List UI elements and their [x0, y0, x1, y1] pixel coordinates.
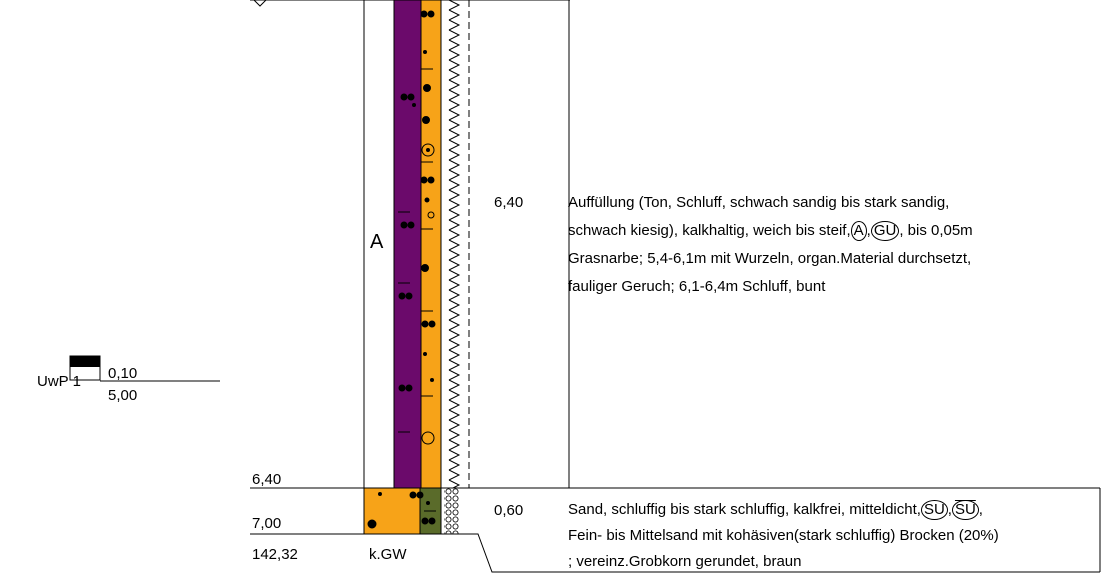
- small-dot: [423, 352, 427, 356]
- ring-dot: [421, 431, 435, 445]
- layer1-description: Auffüllung (Ton, Schluff, schwach sandig…: [568, 189, 973, 301]
- layer2-description: Sand, schluffig bis stark schluffig, kal…: [568, 497, 999, 575]
- layer1-desc-line: fauliger Geruch; 6,1-6,4m Schluff, bunt: [568, 278, 826, 295]
- sample-top-depth: 0,10: [108, 365, 138, 382]
- small-dot: [412, 103, 416, 107]
- layer1-depth-bottom: 6,40: [252, 471, 282, 488]
- gravel-dot: [421, 517, 429, 525]
- gravel-dot: [422, 116, 430, 124]
- gravel-dot: [407, 93, 415, 101]
- small-dot: [423, 50, 427, 54]
- ground-elevation: 142,32: [252, 546, 298, 563]
- gravel-dot: [427, 176, 435, 184]
- sample-indicator-fill: [70, 356, 100, 367]
- layer2-depth-bottom: 7,00: [252, 515, 282, 532]
- small-dot: [426, 148, 430, 152]
- layer2-rings-band: [444, 488, 459, 534]
- gravel-dot: [405, 384, 413, 392]
- layer1-desc-line: Auffüllung (Ton, Schluff, schwach sandig…: [568, 194, 950, 211]
- small-dot: [424, 197, 430, 203]
- gravel-dot: [405, 292, 413, 300]
- sample-label: UwP 1: [37, 373, 81, 390]
- gravel-dot: [367, 519, 377, 529]
- layer2-desc-line: ; vereinz.Grobkorn gerundet, braun: [568, 553, 802, 570]
- layer2-desc-line: Sand, schluffig bis stark schluffig, kal…: [568, 500, 983, 520]
- layer2-soil-symbols: [367, 491, 436, 529]
- gravel-dot: [423, 84, 431, 92]
- soil-symbol-su-overline: SU: [951, 500, 979, 520]
- layer1-soil-symbols: [420, 10, 436, 445]
- layer1-thickness: 6,40: [494, 194, 524, 211]
- layer2-desc-line: Fein- bis Mittelsand mit kohäsiven(stark…: [568, 527, 999, 544]
- gravel-dot: [421, 320, 429, 328]
- gravel-dot: [409, 491, 417, 499]
- small-dot: [378, 492, 382, 496]
- layer1-stratigraphy-label: A: [370, 231, 384, 253]
- description-bracket: [460, 533, 1100, 573]
- ring-dot: [421, 143, 435, 157]
- layer1-purple-band: [393, 0, 422, 489]
- sample-bottom-depth: 5,00: [108, 387, 138, 404]
- layer1-stratigraphy-cell: [363, 0, 395, 489]
- soil-symbol-su: SU: [920, 500, 948, 520]
- level-marker-icon: [253, 0, 267, 7]
- gravel-dot: [400, 221, 408, 229]
- gravel-dot: [407, 221, 415, 229]
- gravel-dot: [428, 517, 436, 525]
- layer1-zigzag-band: [446, 0, 461, 488]
- gravel-dot: [420, 10, 428, 18]
- gravel-dot: [400, 93, 408, 101]
- small-dot: [426, 501, 430, 505]
- gravel-dot: [398, 384, 406, 392]
- soil-symbol-gu: GU: [870, 221, 900, 241]
- gravel-dot: [428, 320, 436, 328]
- gravel-dot: [398, 292, 406, 300]
- gravel-dot: [427, 10, 435, 18]
- soil-symbol-a: A: [850, 221, 867, 241]
- gravel-dot: [421, 264, 429, 272]
- layer1-desc-line: schwach kiesig), kalkhaltig, weich bis s…: [568, 221, 973, 241]
- layer2-thickness: 0,60: [494, 502, 524, 519]
- ring-dot: [427, 211, 435, 219]
- gravel-dot: [416, 491, 424, 499]
- layer1-orange-band: [420, 0, 442, 489]
- gravel-dot: [420, 176, 428, 184]
- layer1-purple-symbols: [398, 93, 416, 433]
- layer1-desc-line: Grasnarbe; 5,4-6,1m mit Wurzeln, organ.M…: [568, 250, 972, 267]
- groundwater-note: k.GW: [369, 546, 407, 563]
- small-dot: [430, 378, 434, 382]
